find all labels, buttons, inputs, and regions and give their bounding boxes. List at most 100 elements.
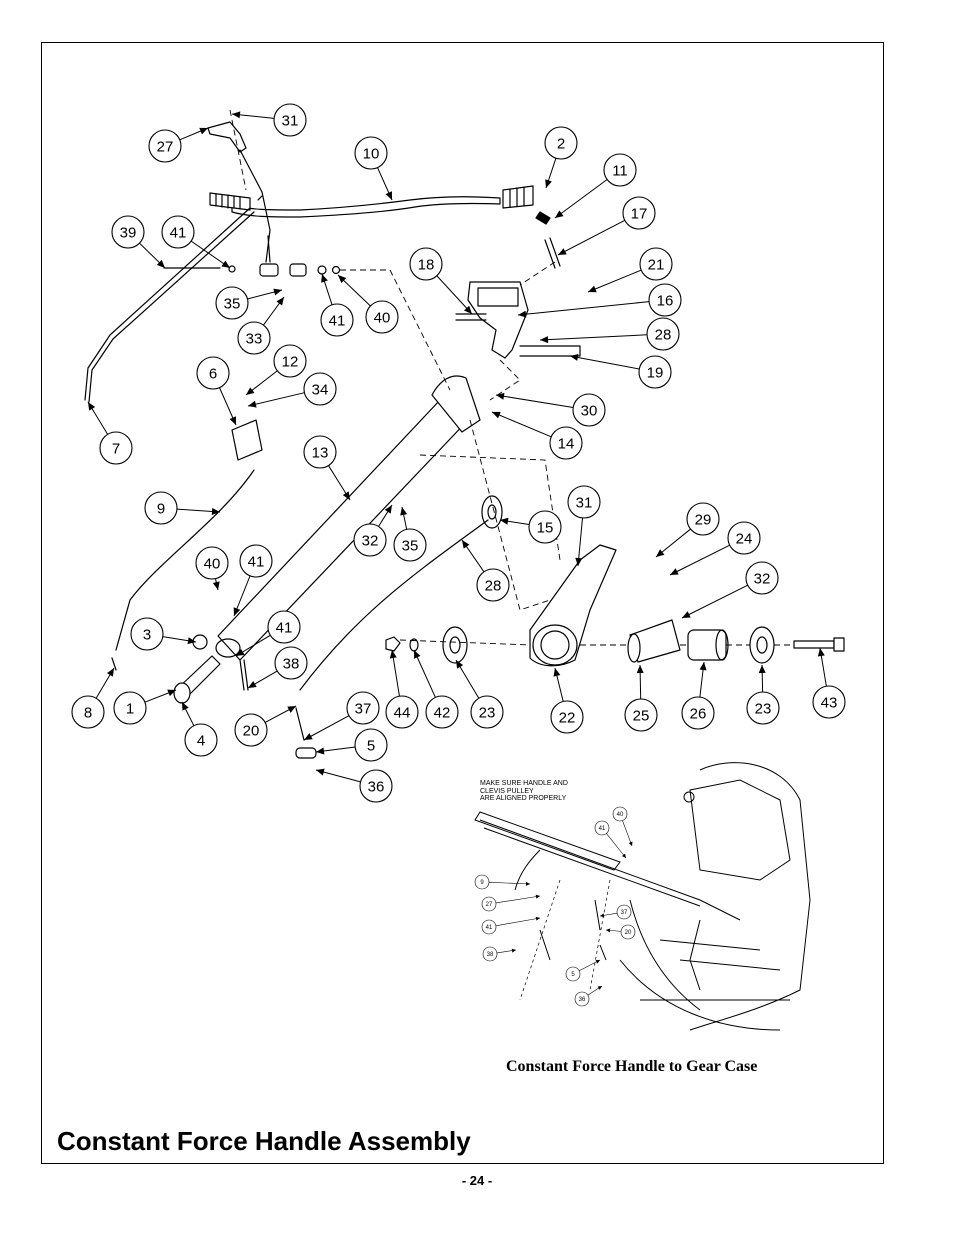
inset-alignment-note: MAKE SURE HANDLE AND CLEVIS PULLEY ARE A… bbox=[480, 780, 568, 802]
callout-number: 27 bbox=[157, 138, 174, 155]
callout-number: 7 bbox=[112, 440, 120, 457]
callout-34: 34 bbox=[247, 372, 337, 408]
callout-9: 9 bbox=[474, 874, 531, 890]
callout-17: 17 bbox=[557, 196, 656, 256]
callout-40: 40 bbox=[612, 806, 633, 847]
callout-number: 5 bbox=[571, 972, 575, 978]
pin-38 bbox=[239, 659, 249, 691]
callout-number: 30 bbox=[581, 402, 598, 419]
callout-22: 22 bbox=[550, 667, 584, 734]
callout-43: 43 bbox=[812, 647, 846, 719]
callout-number: 31 bbox=[282, 112, 299, 129]
callout-42: 42 bbox=[413, 649, 459, 729]
callout-37: 37 bbox=[599, 904, 632, 920]
callout-41: 41 bbox=[594, 820, 627, 859]
callout-27: 27 bbox=[481, 894, 541, 912]
callout-number: 14 bbox=[558, 435, 575, 452]
callout-25: 25 bbox=[624, 664, 658, 732]
callout-number: 27 bbox=[486, 902, 493, 908]
callout-number: 41 bbox=[599, 826, 606, 832]
callout-24: 24 bbox=[669, 521, 761, 576]
callout-number: 36 bbox=[368, 778, 385, 795]
callout-number: 18 bbox=[418, 256, 435, 273]
callout-number: 37 bbox=[355, 700, 372, 717]
callout-number: 21 bbox=[648, 256, 665, 273]
callout-7: 7 bbox=[87, 401, 133, 465]
rod-7 bbox=[84, 207, 255, 403]
callout-26: 26 bbox=[681, 661, 715, 730]
bolt-43 bbox=[793, 640, 835, 649]
callout-5: 5 bbox=[315, 728, 388, 762]
callout-number: 3 bbox=[143, 626, 151, 643]
callout-number: 26 bbox=[690, 705, 707, 722]
callout-number: 41 bbox=[170, 224, 187, 241]
callout-number: 12 bbox=[282, 353, 299, 370]
callout-number: 20 bbox=[243, 722, 260, 739]
callout-13: 13 bbox=[303, 435, 351, 501]
sleeve bbox=[259, 263, 279, 277]
bracket-6 bbox=[231, 419, 263, 461]
callout-number: 44 bbox=[394, 704, 411, 721]
callout-31: 31 bbox=[231, 103, 307, 137]
callout-30: 30 bbox=[495, 392, 606, 427]
callout-number: 32 bbox=[362, 532, 379, 549]
page-frame bbox=[41, 42, 884, 1164]
callout-number: 34 bbox=[312, 381, 329, 398]
callout-number: 15 bbox=[537, 519, 554, 536]
callout-41: 41 bbox=[233, 544, 273, 617]
callout-38: 38 bbox=[482, 946, 517, 962]
bracket-27 bbox=[207, 121, 247, 153]
washer-23-right bbox=[749, 626, 775, 664]
callout-number: 38 bbox=[283, 655, 300, 672]
callout-number: 40 bbox=[204, 555, 221, 572]
callout-35: 35 bbox=[215, 286, 283, 320]
handlebar bbox=[231, 196, 501, 218]
callout-number: 1 bbox=[126, 700, 134, 717]
callout-35: 35 bbox=[393, 506, 427, 562]
nut-44 bbox=[385, 636, 401, 652]
callout-40: 40 bbox=[195, 546, 229, 591]
callout-44: 44 bbox=[385, 649, 419, 729]
callout-number: 35 bbox=[402, 537, 419, 554]
callout-number: 33 bbox=[246, 330, 263, 347]
callout-number: 13 bbox=[312, 444, 329, 461]
callout-37: 37 bbox=[303, 691, 380, 741]
callout-41: 41 bbox=[235, 610, 301, 657]
callout-41: 41 bbox=[161, 215, 231, 269]
left-grip bbox=[209, 192, 251, 211]
pin-37 bbox=[295, 707, 305, 741]
callout-number: 17 bbox=[631, 205, 648, 222]
callout-29: 29 bbox=[655, 502, 720, 558]
callout-number: 37 bbox=[621, 910, 628, 916]
callout-number: 41 bbox=[329, 312, 346, 329]
callout-3: 3 bbox=[130, 617, 197, 651]
callout-1: 1 bbox=[113, 689, 177, 725]
callout-number: 32 bbox=[754, 570, 771, 587]
cable-9 bbox=[115, 469, 255, 651]
callout-40: 40 bbox=[337, 274, 399, 334]
callout-number: 35 bbox=[224, 295, 241, 312]
callout-31: 31 bbox=[567, 485, 601, 567]
callout-number: 29 bbox=[695, 511, 712, 528]
callout-21: 21 bbox=[587, 247, 673, 293]
callout-number: 36 bbox=[579, 997, 586, 1003]
callout-number: 9 bbox=[157, 500, 165, 517]
callout-32: 32 bbox=[681, 561, 779, 619]
callout-number: 24 bbox=[736, 530, 753, 547]
callout-41: 41 bbox=[320, 273, 354, 337]
inset-caption: Constant Force Handle to Gear Case bbox=[506, 1058, 758, 1075]
callout-36: 36 bbox=[315, 768, 393, 803]
callout-number: 23 bbox=[755, 700, 772, 717]
callout-number: 43 bbox=[821, 694, 838, 711]
callout-39: 39 bbox=[111, 215, 166, 269]
callout-28: 28 bbox=[539, 317, 680, 351]
callout-18: 18 bbox=[409, 247, 473, 315]
callout-number: 39 bbox=[120, 224, 137, 241]
callout-number: 40 bbox=[617, 812, 624, 818]
callout-number: 10 bbox=[363, 145, 380, 162]
callout-number: 25 bbox=[633, 707, 650, 724]
callout-number: 19 bbox=[647, 364, 664, 381]
callout-number: 28 bbox=[655, 326, 672, 343]
